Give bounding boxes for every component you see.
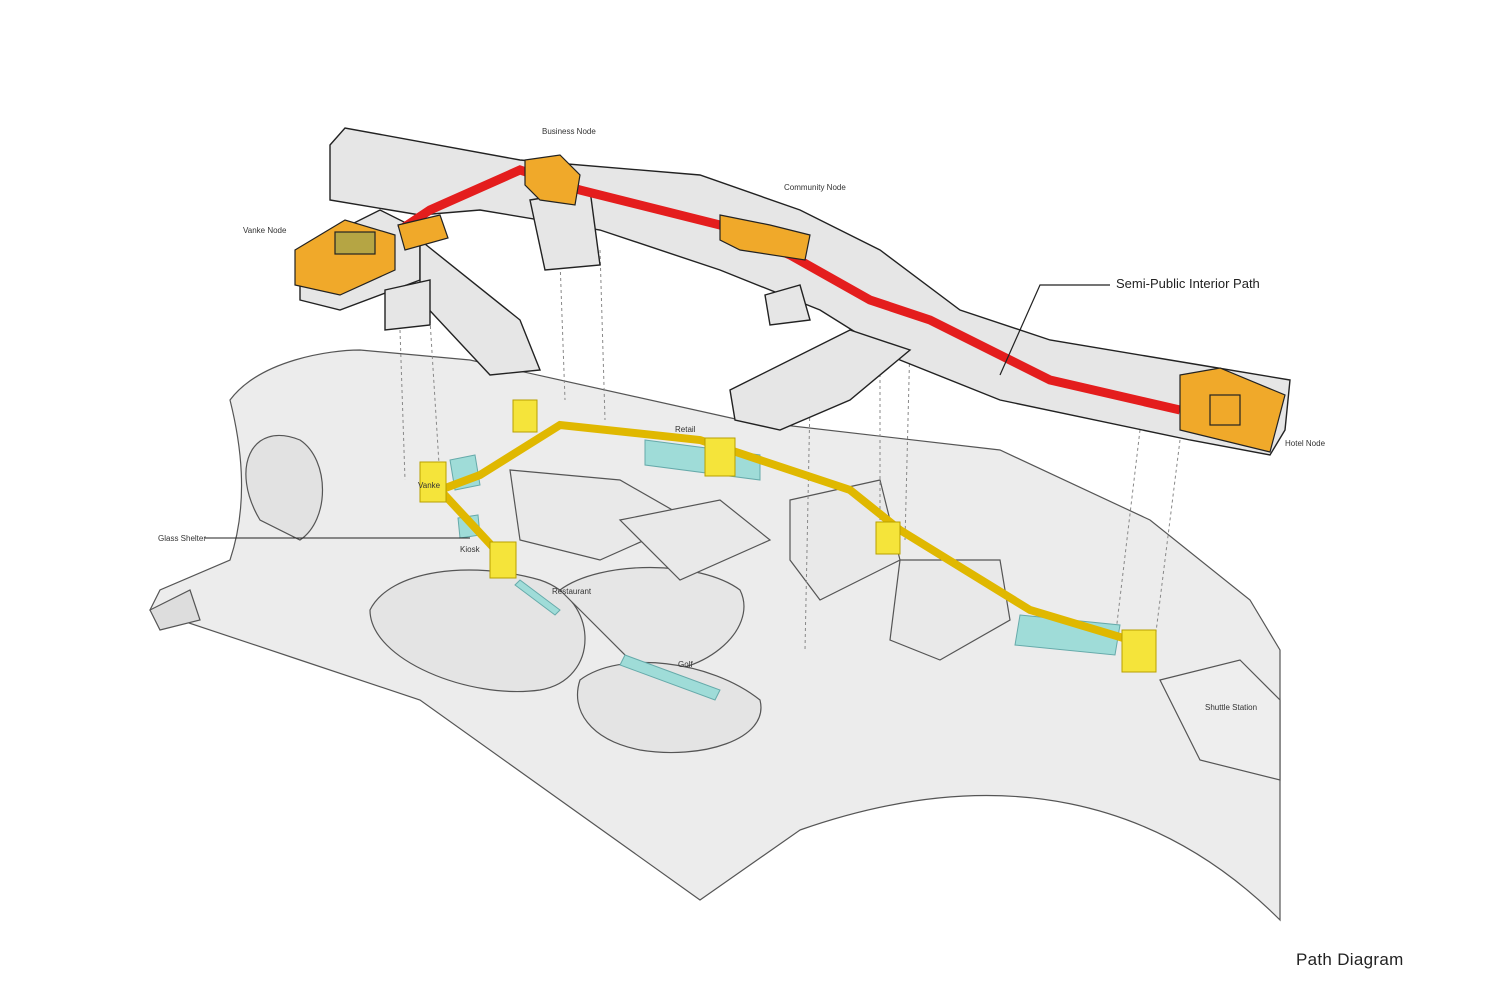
ground-path [438, 420, 1132, 644]
projection-lines [399, 249, 1181, 651]
ground-nodes [419, 399, 1157, 673]
hotel-node-label: Hotel Node [1285, 439, 1326, 448]
retail-label: Retail [675, 425, 696, 434]
vanke-station-label: Vanke [418, 481, 441, 490]
interior-path-label: Semi-Public Interior Path [1116, 276, 1260, 291]
diagram-title: Path Diagram [1296, 950, 1404, 969]
business-node-label: Business Node [542, 127, 596, 136]
vanke-node-label: Vanke Node [243, 226, 287, 235]
upper-nodes [294, 154, 1286, 453]
restaurant-label: Restaurant [552, 587, 592, 596]
glass-shelter-label: Glass Shelter [158, 534, 206, 543]
kiosk-label: Kiosk [460, 545, 481, 554]
path-leader-line [999, 284, 1110, 376]
golf-label: Golf [678, 660, 693, 669]
community-node-label: Community Node [784, 183, 846, 192]
shuttle-station-label: Shuttle Station [1205, 703, 1257, 712]
